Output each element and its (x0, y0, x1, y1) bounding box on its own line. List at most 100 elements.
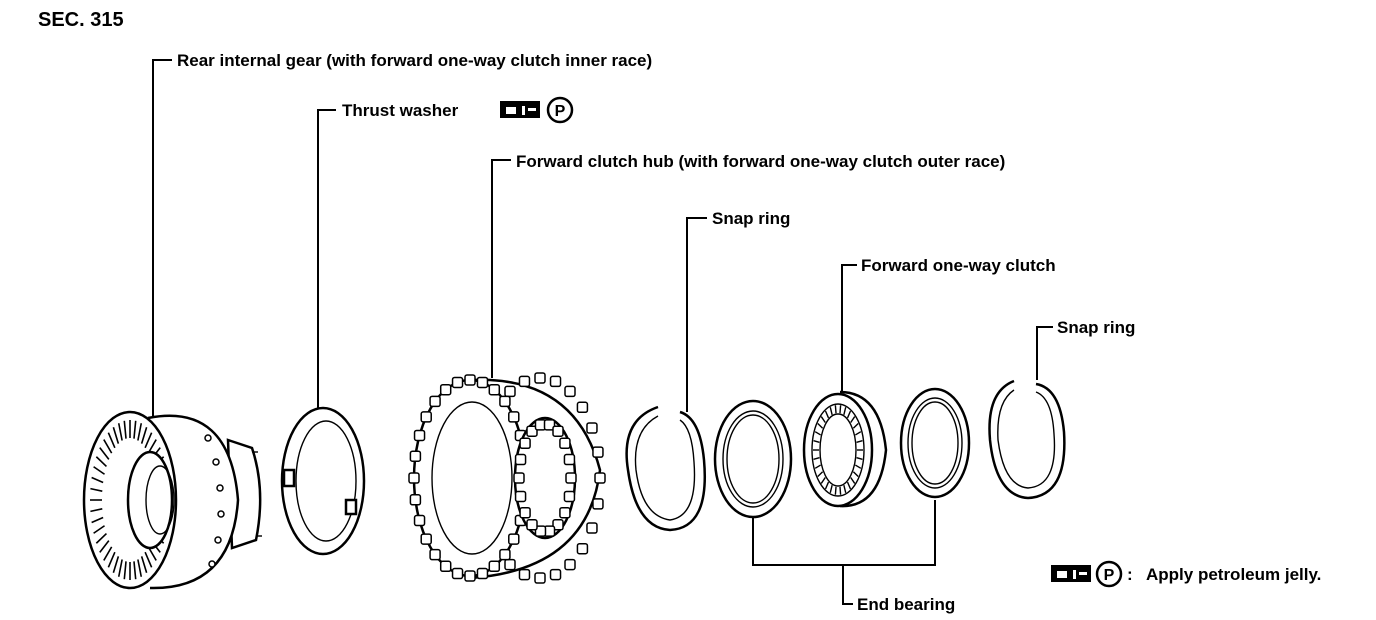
hub-spline (565, 472, 577, 484)
gear-tooth (123, 561, 127, 580)
clutch-roller (829, 485, 833, 493)
hub-spline (508, 533, 520, 545)
legend: P : Apply petroleum jelly. (1051, 560, 1321, 588)
gear-tooth (144, 432, 153, 449)
gear-tooth (137, 423, 143, 441)
gear-tooth (103, 546, 113, 561)
gear-tooth (95, 456, 108, 468)
hub-spline (576, 542, 589, 555)
legend-p-icon: P (1095, 560, 1123, 588)
hub-spline (488, 383, 501, 396)
hub-spline (592, 446, 604, 458)
hub-spline (592, 498, 604, 510)
petroleum-jelly-p-icon: P (546, 96, 574, 124)
hub-spline (420, 533, 432, 545)
hub-spline (508, 411, 520, 423)
legend-separator: : (1127, 565, 1133, 584)
hub-spline (413, 429, 426, 442)
hub-spline (549, 568, 562, 581)
hub-spline (526, 425, 538, 437)
clutch-roller (852, 471, 859, 477)
clutch-roller (813, 457, 820, 461)
hub-spline (519, 506, 531, 519)
hub-spline (429, 395, 441, 408)
clutch-roller (834, 486, 837, 495)
section-number: SEC. 315 (38, 9, 124, 31)
gear-tooth (91, 516, 104, 524)
hub-spline (413, 514, 426, 527)
hub-spline (559, 437, 571, 450)
hub-spline (499, 548, 511, 561)
forward-one-way-clutch-part (802, 390, 888, 508)
leader-lines (152, 59, 1053, 605)
hub-spline (451, 567, 464, 580)
gear-tooth (103, 439, 113, 454)
gear-tooth (99, 540, 110, 553)
hub-spline (586, 522, 598, 534)
hub-spline (534, 372, 546, 384)
hub-spline (514, 453, 527, 466)
gear-tooth (112, 426, 120, 444)
hub-spline (488, 560, 501, 573)
label-snap-ring-2: Snap ring (1057, 318, 1135, 337)
hub-spline (408, 472, 420, 484)
hub-spline (504, 385, 516, 398)
hub-spline (476, 567, 489, 580)
grease-gun-icon (500, 101, 540, 118)
hub-spline (594, 472, 606, 484)
hub-spline (559, 506, 571, 519)
hub-spline (420, 411, 432, 423)
clutch-roller (817, 423, 824, 429)
hub-spline (476, 376, 489, 389)
gear-tooth (117, 559, 123, 577)
label-forward-one-way-clutch: Forward one-way clutch (861, 256, 1056, 275)
hub-spline (514, 490, 527, 503)
gear-tooth (90, 508, 103, 513)
end-bearing-part-1 (713, 399, 793, 519)
gear-tooth (137, 559, 143, 577)
hub-spline (563, 490, 576, 503)
hub-spline (586, 422, 598, 434)
clutch-roller (814, 431, 821, 436)
hub-spline (576, 401, 589, 414)
snap-ring-part-1 (625, 405, 706, 532)
gear-tooth (93, 466, 105, 475)
clutch-roller (855, 464, 862, 469)
hub-spline (429, 548, 441, 561)
hub-spline (513, 472, 525, 484)
hub-spline (552, 519, 564, 531)
gear-tooth (99, 447, 110, 460)
legend-p-letter: P (1104, 567, 1115, 584)
clutch-roller (846, 410, 852, 419)
hub-spline (409, 494, 422, 506)
hub-spline (552, 425, 564, 437)
gear-tooth (112, 556, 120, 574)
hub-spline (518, 375, 531, 388)
hub-spline (518, 568, 531, 581)
hub-spline (526, 519, 538, 531)
gear-tooth (140, 556, 148, 574)
end-bearing-part-2 (899, 387, 971, 499)
hub-spline (549, 375, 562, 388)
clutch-roller (839, 486, 842, 495)
clutch-roller (839, 405, 842, 414)
hub-spline (504, 558, 516, 571)
clutch-roller (855, 431, 862, 436)
clutch-roller (814, 464, 821, 469)
p-icon-letter: P (555, 103, 566, 120)
clutch-roller (843, 485, 847, 493)
rear-internal-gear-part (82, 410, 262, 590)
clutch-roller (824, 410, 830, 419)
legend-text: Apply petroleum jelly. (1146, 565, 1321, 584)
gear-tooth (117, 423, 123, 441)
legend-grease-gun-icon (1051, 565, 1091, 582)
hub-spline (564, 385, 576, 398)
label-end-bearing: End bearing (857, 595, 955, 614)
gear-tooth (144, 551, 153, 568)
label-forward-clutch-hub: Forward clutch hub (with forward one-way… (516, 152, 1005, 171)
label-snap-ring-1: Snap ring (712, 209, 790, 228)
gear-tooth (95, 532, 108, 544)
clutch-roller (856, 439, 863, 443)
gear-tooth (133, 561, 137, 580)
